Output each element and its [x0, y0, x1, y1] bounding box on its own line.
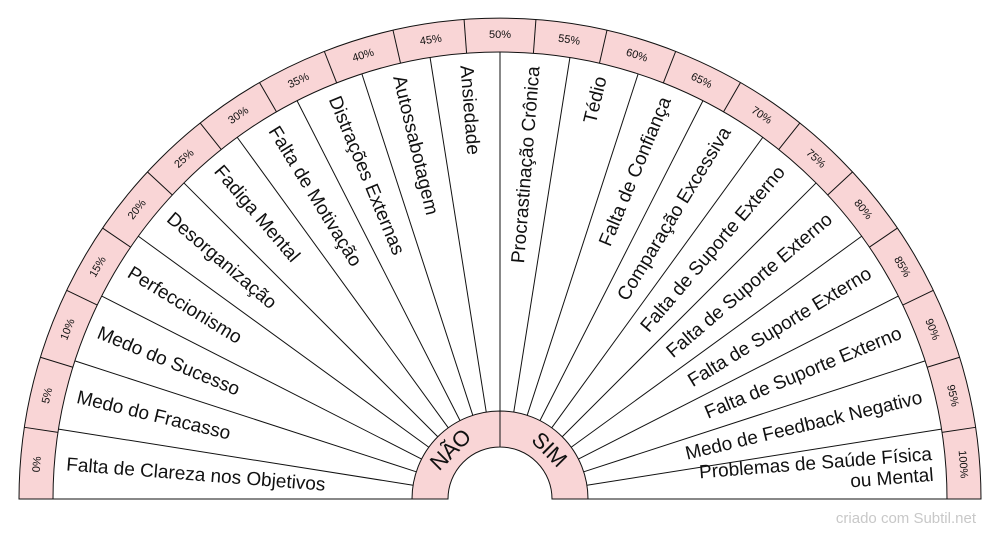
sector: Ansiedade [455, 65, 483, 156]
sector-divider [570, 235, 862, 448]
sector: Procrastinação Crônica [508, 65, 544, 264]
percent-tick [827, 171, 853, 196]
sector-label: Tédio [580, 75, 612, 126]
sector-divider [586, 428, 942, 486]
percent-tick [392, 29, 402, 64]
sector-divider [58, 428, 414, 486]
sector-divider [101, 295, 422, 460]
percent-label: 50% [489, 29, 511, 41]
sector-divider [539, 100, 704, 421]
center-right-segment [499, 410, 589, 500]
sector-label: Falta de Clareza nos Objetivos [66, 454, 327, 495]
sector-divider [429, 57, 487, 413]
percent-tick [869, 227, 898, 248]
percent-label: 5% [40, 386, 55, 404]
percent-band [18, 17, 982, 500]
sector-divider [183, 182, 439, 438]
sector: Autossabotagem [388, 74, 442, 218]
percent-tick [24, 426, 59, 433]
sector-divider [74, 360, 417, 473]
percent-tick [902, 289, 934, 306]
sector-divider [236, 137, 449, 429]
percent-tick [941, 426, 976, 433]
percent-tick [323, 51, 338, 84]
sector: Falta de Clareza nos Objetivos [66, 454, 327, 495]
sector-label: Procrastinação Crônica [508, 65, 544, 264]
percent-tick [66, 289, 98, 306]
percent-label: 95% [944, 384, 961, 408]
sector-divider [138, 235, 430, 448]
percent-tick [532, 19, 537, 54]
sector-divider [513, 57, 571, 413]
sector-divider [561, 182, 817, 438]
percent-label: 45% [419, 33, 443, 48]
sector-divider [296, 100, 461, 421]
percent-label: 55% [557, 33, 581, 48]
percent-tick [463, 19, 468, 54]
percent-tick [147, 171, 173, 196]
percent-tick [723, 82, 741, 113]
percent-tick [40, 356, 74, 368]
sector-label: Autossabotagem [388, 74, 442, 218]
percent-label: 0% [31, 456, 44, 473]
sector-label: Ansiedade [455, 65, 483, 156]
percent-label: 100% [956, 450, 970, 479]
percent-tick [199, 122, 222, 150]
sector-divider [526, 73, 639, 416]
percent-ring: 0%5%10%15%20%25%30%35%40%45%50%55%60%65%… [18, 17, 982, 500]
sector-dividers [19, 52, 981, 500]
sector-divider [578, 295, 899, 460]
percent-tick [598, 29, 608, 64]
sector-divider [583, 360, 926, 473]
percent-tick [926, 356, 960, 368]
sector-divider [361, 73, 474, 416]
percent-tick [259, 82, 277, 113]
percent-tick [778, 122, 801, 150]
sector-divider [551, 137, 764, 429]
percent-tick [662, 51, 677, 84]
sector: Tédio [580, 75, 612, 126]
credit-text: criado com Subtil.net [835, 510, 976, 527]
percent-tick [102, 227, 131, 248]
